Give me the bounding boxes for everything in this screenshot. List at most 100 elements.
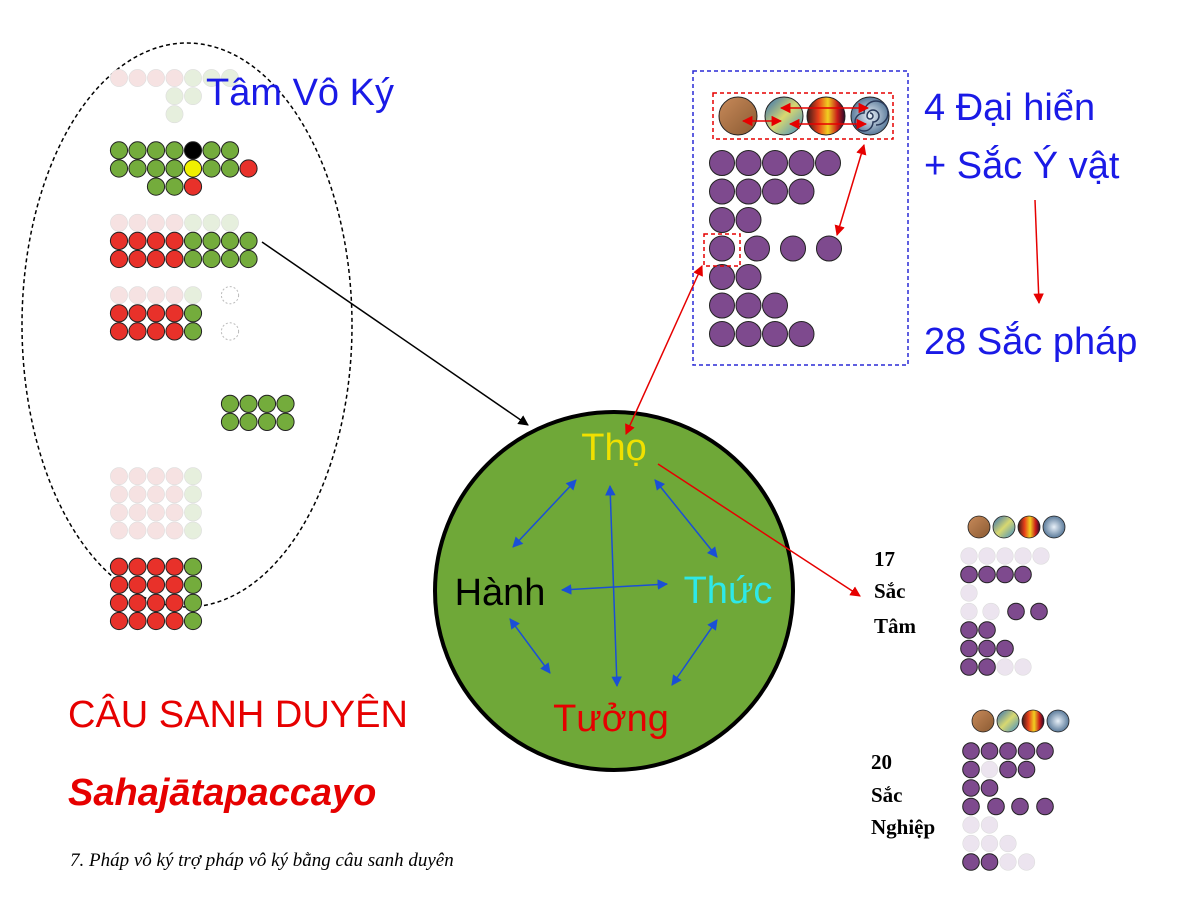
dot (183, 159, 203, 178)
dot (276, 394, 295, 413)
dot (788, 321, 815, 347)
dot (146, 231, 166, 250)
dot (128, 503, 147, 522)
dot (184, 485, 202, 504)
great-elements-box (712, 92, 894, 140)
dot (128, 485, 147, 504)
dot (221, 69, 239, 87)
dot (109, 141, 129, 160)
dot (165, 249, 184, 269)
dot (146, 141, 166, 160)
matter-result-arrow (1033, 199, 1044, 305)
dot (257, 412, 277, 431)
mind-matter-count: 17 (874, 547, 895, 571)
dot (1032, 547, 1050, 565)
dot (183, 557, 203, 576)
dot (165, 87, 184, 106)
dot (109, 231, 129, 250)
dot (146, 177, 166, 196)
matter-box (692, 70, 909, 366)
water-element-icon (764, 96, 804, 136)
matter-label-line2: + Sắc Ý vật (924, 144, 1120, 187)
left-dot-matrix (109, 69, 295, 631)
dot (184, 521, 202, 540)
dot (996, 547, 1014, 565)
dot (165, 159, 184, 178)
dot (109, 611, 129, 631)
dot (220, 412, 240, 431)
great-elements (718, 96, 890, 136)
dot (709, 207, 735, 233)
dot (128, 213, 147, 232)
dot (780, 235, 806, 262)
left-group-title: Tâm Vô Ký (206, 72, 394, 114)
mind-matter-dots (960, 547, 1050, 676)
dot (999, 742, 1017, 760)
dot (980, 816, 999, 834)
tho-to-mind-matter-arrow (657, 463, 861, 597)
mind-matter-line1: Sắc (874, 579, 906, 603)
dot (1017, 742, 1036, 760)
dot (128, 467, 147, 486)
dot (165, 286, 184, 305)
dot (762, 321, 788, 347)
dot (709, 178, 735, 205)
dot (762, 292, 788, 319)
dot (960, 547, 978, 565)
dot (147, 485, 165, 504)
dot (147, 467, 165, 486)
dot (709, 264, 735, 290)
dot (110, 69, 128, 87)
heart-base-highlight (703, 233, 741, 267)
dot (220, 141, 240, 160)
dot (146, 611, 166, 631)
dot (980, 742, 999, 760)
dot (1017, 853, 1036, 871)
dot (165, 177, 184, 196)
aggregate-tho: Thọ (581, 427, 646, 469)
dot (220, 159, 240, 178)
dot (1017, 760, 1036, 779)
dot (962, 797, 980, 816)
dot (183, 177, 203, 196)
condition-heading: CÂU SANH DUYÊN (68, 693, 408, 736)
fire-element-icon (806, 96, 846, 136)
dot (109, 249, 129, 269)
dot (960, 565, 978, 584)
dot (128, 322, 147, 341)
dot (184, 69, 202, 87)
dot (744, 235, 770, 262)
dot (128, 141, 147, 160)
tho-heart-base-arrow (625, 265, 703, 435)
dot (1007, 602, 1025, 621)
dot (962, 760, 980, 779)
dot (128, 521, 147, 540)
dot (239, 412, 258, 431)
dot (978, 547, 996, 565)
mind-matter-elements (967, 515, 1066, 539)
slide-caption: 7. Pháp vô ký trợ pháp vô ký bằng câu sa… (70, 850, 454, 871)
dot (978, 621, 996, 639)
dot (1014, 565, 1032, 584)
kamma-matter-count: 20 (871, 750, 892, 774)
dot (183, 249, 203, 269)
dot (128, 286, 147, 305)
aggregate-hanh: Hành (455, 572, 546, 614)
dot (110, 213, 128, 232)
dot (788, 150, 815, 176)
dot (147, 521, 165, 540)
dot (165, 322, 184, 341)
element-arrows (741, 102, 870, 237)
matter-dot-matrix (709, 150, 842, 347)
dot (184, 286, 202, 305)
dot (147, 286, 165, 305)
dot (147, 503, 165, 522)
dot (220, 249, 240, 269)
dot (221, 213, 239, 232)
dot (788, 178, 815, 205)
dot (1036, 742, 1054, 760)
condition-pali-name: Sahajātapaccayo (68, 772, 376, 814)
dot (960, 602, 978, 621)
dot (128, 231, 147, 250)
